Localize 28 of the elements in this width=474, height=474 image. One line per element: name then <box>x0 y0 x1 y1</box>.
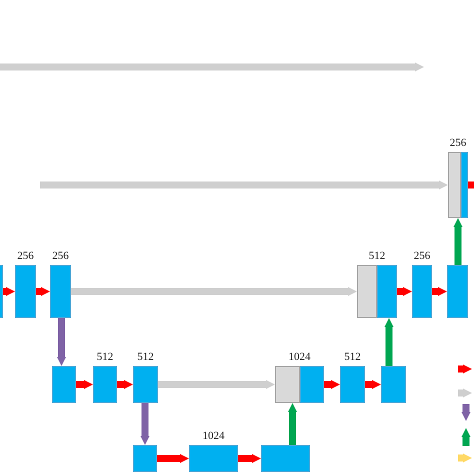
arrow <box>238 454 261 463</box>
channel-count: 256 <box>51 249 70 263</box>
arrow <box>365 380 381 389</box>
arrow <box>432 287 447 296</box>
channel-count: 512 <box>136 350 155 364</box>
arrow <box>36 287 50 296</box>
arrow <box>57 318 66 366</box>
arrow <box>40 180 448 190</box>
channel-count: 1024 <box>288 350 312 364</box>
arrow <box>454 218 462 265</box>
arrow <box>3 287 15 296</box>
arrow <box>117 380 133 389</box>
channel-count: 1024 <box>202 429 226 443</box>
arrow <box>76 380 93 389</box>
channel-count: 512 <box>368 249 386 263</box>
channel-count: 256 <box>412 249 432 263</box>
arrow <box>140 403 150 445</box>
arrow <box>157 454 189 463</box>
channel-count: 256 <box>448 136 468 150</box>
arrow <box>158 380 275 389</box>
arrow <box>384 318 394 366</box>
channel-count: 512 <box>343 350 362 364</box>
arrow <box>71 287 357 296</box>
channel-count: 256 <box>16 249 35 263</box>
arrow <box>324 380 340 389</box>
arrow <box>397 287 412 296</box>
arrow <box>288 403 297 445</box>
channel-count: 512 <box>96 350 114 364</box>
